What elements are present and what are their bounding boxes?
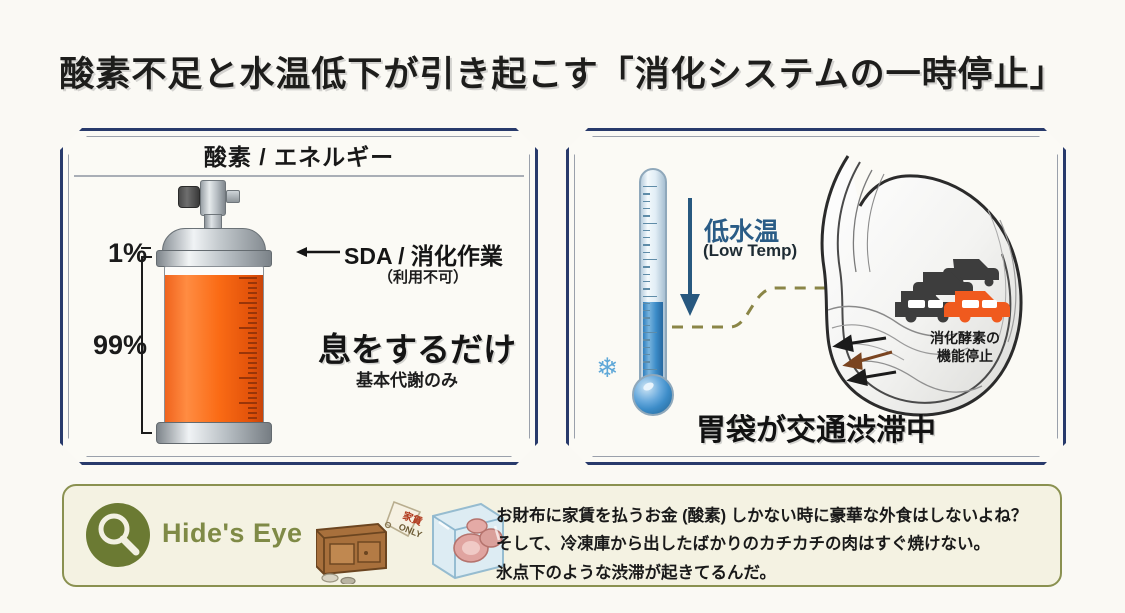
banner-line-3: 氷点下のような渋滞が起きてるんだ。	[496, 563, 777, 582]
frozen-meat-icon	[432, 502, 504, 580]
breath-sub-label: 基本代謝のみ	[356, 371, 458, 390]
oxygen-cylinder-icon	[150, 180, 280, 450]
label-ninetynine-percent: 99%	[93, 330, 148, 360]
left-panel	[60, 128, 538, 465]
traffic-jam-cars-icon	[895, 259, 1010, 323]
enzyme-stop-line2: 機能停止	[937, 347, 993, 364]
sda-label: SDA / 消化作業	[344, 243, 503, 269]
cylinder-shoulder	[162, 228, 266, 254]
stomach-flow-arrows-icon	[832, 334, 897, 387]
cylinder-collar	[156, 250, 272, 267]
left-panel-divider	[74, 175, 524, 177]
down-arrow-icon	[680, 198, 700, 316]
sda-sublabel: （利用不可）	[378, 269, 469, 286]
low-temp-label: 低水温	[704, 218, 780, 246]
cylinder-valve-stub	[226, 190, 240, 203]
banner-line-2: そして、冷凍庫から出したばかりのカチカチの肉はすぐ焼けない。	[496, 535, 991, 554]
low-temp-sublabel: (Low Temp)	[703, 241, 798, 260]
hides-eye-banner: Hide's Eye 家賃 ONLY お財	[62, 484, 1062, 587]
cylinder-liquid-fill	[165, 275, 263, 423]
magnifier-circle	[86, 503, 150, 567]
brand-label: Hide's Eye	[162, 518, 303, 548]
banner-text: お財布に家賃を払うお金 (酸素) しかない時に豪華な外食はしないよね？ そして、…	[496, 502, 1048, 587]
cylinder-body	[164, 266, 264, 424]
thermometer-icon	[630, 168, 676, 430]
traffic-jam-title: 胃袋が交通渋滞中	[696, 414, 936, 447]
left-panel-inner	[68, 136, 530, 457]
enzyme-stop-label: 消化酵素の 機能停止	[900, 330, 1030, 365]
enzyme-stop-line1: 消化酵素の	[930, 330, 1000, 346]
cylinder-graduation-marks	[235, 275, 257, 423]
thermometer-bulb	[632, 374, 674, 416]
bracket-one-percent	[141, 247, 151, 249]
sda-arrow-icon	[296, 247, 340, 257]
left-panel-header: 酸素 / エネルギー	[203, 144, 395, 170]
cylinder-base	[156, 422, 272, 444]
thermometer-tube	[639, 168, 667, 386]
snowflake-icon: ❄	[596, 353, 619, 383]
thermometer-scale-marks	[643, 186, 661, 376]
cylinder-valve-body	[200, 180, 226, 216]
bracket-ninetynine-percent	[141, 256, 152, 434]
page-title: 酸素不足と水温低下が引き起こす「消化システムの一時停止」	[59, 55, 1066, 94]
cylinder-headspace	[165, 267, 263, 275]
cylinder-valve-knob	[178, 186, 200, 208]
banner-line-1: お財布に家賃を払うお金 (酸素) しかない時に豪華な外食はしないよね？	[496, 507, 1028, 525]
breath-main-label: 息をするだけ	[318, 331, 516, 368]
search-icon	[98, 513, 140, 556]
thermometer-fill	[643, 302, 663, 384]
wallet-icon: 家賃 ONLY	[316, 500, 424, 584]
dashed-temperature-path	[672, 286, 862, 329]
label-one-percent: 1%	[108, 238, 148, 268]
